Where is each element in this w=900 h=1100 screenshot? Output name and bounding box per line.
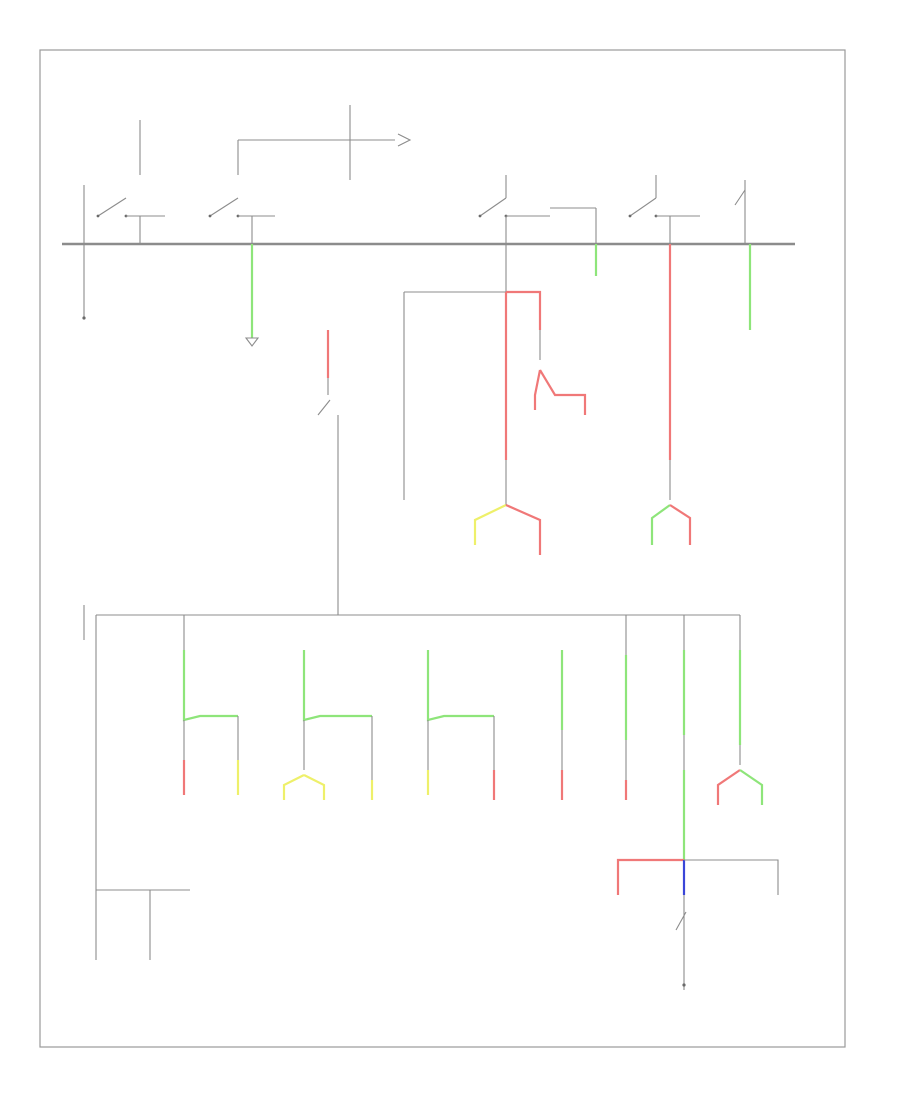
lower-branch-2: [282, 650, 374, 800]
red-drop-c: [650, 244, 692, 545]
ground-drop-left: [82, 244, 86, 320]
lower-branch-7: [716, 615, 764, 805]
lower-branch-1: [182, 615, 240, 795]
lower-left-branch: [95, 889, 190, 960]
central-branch: [403, 244, 587, 555]
relay-switch-2: [208, 139, 350, 244]
diagram-frame: [39, 49, 846, 1048]
relay-switch-1: [83, 120, 165, 244]
lower-branch-3: [426, 650, 496, 800]
relay-switch-5: [734, 180, 746, 244]
ignition-switch-feed: [317, 330, 339, 615]
relay-switch-3: [478, 175, 597, 244]
lower-branch-6: [616, 615, 779, 990]
ignition-feed: [349, 105, 412, 180]
green-drop-a: [244, 244, 260, 347]
relay-switch-4: [628, 175, 700, 244]
